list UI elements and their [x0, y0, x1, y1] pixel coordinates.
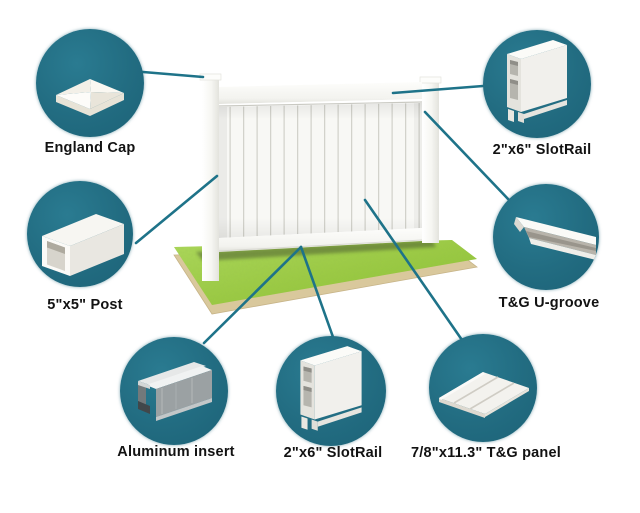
post-label: 5"x5" Post	[47, 297, 123, 313]
slotrail-bottom-label: 2"x6" SlotRail	[283, 445, 383, 461]
aluminum-channel-icon	[138, 362, 212, 421]
fence	[199, 73, 442, 281]
fence-right-post-cap	[419, 76, 442, 84]
connector-lines	[134, 70, 511, 345]
fence-bottom-rail	[219, 228, 422, 252]
fence-panel-shading	[219, 103, 422, 238]
fence-left-post	[202, 77, 219, 281]
slot-rail-profile-icon	[507, 40, 567, 123]
fence-top-rail-groove	[218, 101, 423, 107]
pyramid-post-cap-icon	[56, 79, 124, 116]
aluminum-insert-label: Aluminum insert	[117, 444, 235, 460]
connector-post	[134, 174, 219, 245]
aluminum-insert-badge	[120, 337, 228, 445]
england-cap-badge	[36, 29, 144, 137]
connector-england-cap	[141, 70, 205, 79]
connector-aluminum-insert	[202, 245, 303, 345]
slot-rail-profile-icon	[300, 346, 362, 431]
connector-slotrail-top	[391, 84, 485, 95]
u-groove-badge	[493, 184, 599, 290]
connector-tg-panel	[363, 198, 464, 342]
england-cap-label: England Cap	[44, 140, 136, 156]
slotrail-top-badge	[483, 30, 591, 138]
u-groove-label: T&G U-groove	[498, 295, 600, 311]
fence-bottom-rail-edge	[218, 239, 423, 252]
square-post-tube-icon	[42, 214, 124, 276]
tongue-groove-panel-icon	[439, 372, 529, 418]
fence-right-post	[422, 80, 439, 243]
slotrail-bottom-badge	[276, 336, 386, 446]
tg-panel-label: 7/8"x11.3" T&G panel	[411, 445, 561, 461]
connector-u-groove	[423, 110, 511, 202]
post-badge	[27, 181, 133, 287]
connector-slotrail-bottom	[299, 245, 335, 339]
slotrail-top-label: 2"x6" SlotRail	[492, 142, 592, 158]
u-groove-channel-icon	[514, 217, 596, 260]
fence-shadow	[196, 240, 436, 261]
tg-panel-badge	[429, 334, 537, 442]
fence-top-rail	[219, 82, 422, 104]
